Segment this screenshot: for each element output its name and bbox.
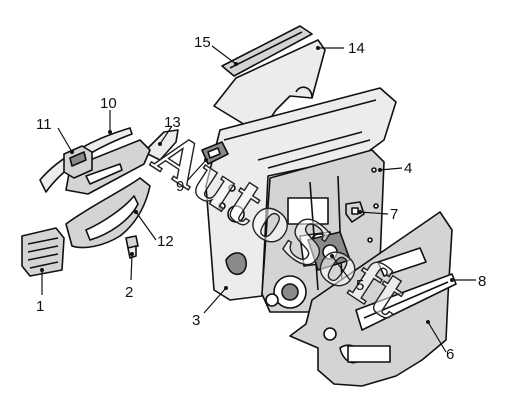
callout-labels: 1 2 3 4 5 6 7 8 9 10 11 12 13 14 15 xyxy=(36,34,486,363)
part-14-window-glass xyxy=(213,39,326,135)
callout-5: 5 xyxy=(356,277,364,294)
part-10-grab-handle xyxy=(39,127,151,195)
callout-4: 4 xyxy=(404,160,412,177)
part-6-trim-panel xyxy=(289,211,453,387)
callout-8: 8 xyxy=(478,273,486,290)
callout-15: 15 xyxy=(194,34,211,51)
part-15-weatherstrip xyxy=(221,25,313,77)
callout-2: 2 xyxy=(125,284,133,301)
part-11-switch-module xyxy=(63,145,93,179)
callout-9: 9 xyxy=(176,178,184,195)
callout-1: 1 xyxy=(36,298,44,315)
part-3-door-shell xyxy=(205,87,397,301)
part-12-pocket xyxy=(65,177,151,249)
leader-lines xyxy=(40,45,476,353)
part-8-armrest-pad xyxy=(355,273,457,331)
callout-14: 14 xyxy=(348,40,365,57)
callout-6: 6 xyxy=(446,346,454,363)
callout-3: 3 xyxy=(192,312,200,329)
callout-7: 7 xyxy=(390,206,398,223)
part-1-speaker-grille xyxy=(21,227,65,277)
part-7-handle-clip xyxy=(345,201,365,223)
callout-13: 13 xyxy=(164,114,181,131)
callout-11: 11 xyxy=(36,116,52,133)
part-9-lock-actuator xyxy=(201,141,229,165)
callout-12: 12 xyxy=(157,233,174,250)
callout-10: 10 xyxy=(100,95,117,112)
